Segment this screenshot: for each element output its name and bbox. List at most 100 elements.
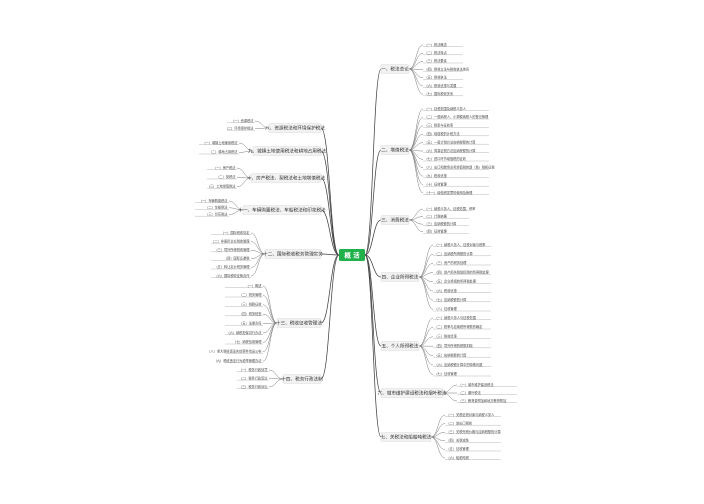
branch-node-box[interactable] xyxy=(380,64,410,74)
root-node[interactable]: 概 活 xyxy=(339,249,365,261)
leaf-connector xyxy=(262,285,278,324)
leaf-connector xyxy=(418,276,434,310)
leaf-item[interactable]: （三）教育费附加和地方教育附加 xyxy=(459,398,507,403)
leaf-item[interactable]: （三）税款征收 xyxy=(239,302,262,307)
leaf-item[interactable]: （十）征收管理 xyxy=(425,181,448,186)
branch-node-box[interactable] xyxy=(380,388,444,398)
leaf-item[interactable]: （六）税收优惠 xyxy=(435,288,457,293)
leaf-connector xyxy=(418,345,434,375)
branch-node-box[interactable] xyxy=(268,123,322,133)
leaf-item[interactable]: （六）国际税收征管合作 xyxy=(214,273,250,278)
branch-node-box[interactable] xyxy=(380,341,420,351)
leaf-item[interactable]: （一）关税征税对象与纳税义务人 xyxy=(447,412,496,417)
leaf-item[interactable]: （二）税务管理 xyxy=(239,292,262,297)
branch-node-box[interactable] xyxy=(250,173,322,183)
leaf-item[interactable]: （六）纳税担保试行办法 xyxy=(226,330,261,335)
leaf-item[interactable]: （一）纳税义务人与征税范围 xyxy=(435,315,476,320)
leaf-item[interactable]: （三）税率与征收率 xyxy=(425,123,454,128)
leaf-item[interactable]: （四）增值税的计税方法 xyxy=(425,131,460,136)
leaf-item[interactable]: （二）一般纳税人、小规模纳税人的登记管理 xyxy=(425,114,490,119)
leaf-item[interactable]: （三）关税完税价格与应纳税额的计算 xyxy=(447,429,502,434)
leaf-item[interactable]: （一）城市维护建设税法 xyxy=(459,382,494,387)
leaf-item[interactable]: （八）征收管理 xyxy=(435,306,458,311)
leaf-item[interactable]: （二）计税依据 xyxy=(425,213,448,218)
leaf-item[interactable]: （二）税法特点 xyxy=(425,50,448,55)
leaf-item[interactable]: （五）企业重组的所得税处理 xyxy=(435,279,477,284)
leaf-item[interactable]: （五）征收管理 xyxy=(447,446,470,451)
branch-13: 十三、税收征收管理法（一）概述（二）税务管理（三）税款征收（四）税务检查（五）法… xyxy=(207,283,322,363)
branch-title: 十、房产税法、契税法和土地增值税法 xyxy=(247,175,326,182)
leaf-item[interactable]: （七）纳税信用管理 xyxy=(233,339,262,344)
leaf-item[interactable]: （五）税收执法 xyxy=(425,75,447,80)
leaf-item[interactable]: （六）简易征税方法应纳税额的计算 xyxy=(425,148,477,153)
leaf-item[interactable]: （十一）增值税发票的使用及管理 xyxy=(425,190,474,195)
leaf-item[interactable]: （五）一般计税方法应纳税额的计算 xyxy=(425,139,477,144)
leaf-item[interactable]: （三）税法要素 xyxy=(425,58,448,63)
branch-node-box[interactable] xyxy=(380,432,432,442)
leaf-item[interactable]: （二）进出口税则 xyxy=(447,420,473,425)
leaf-item[interactable]: （三）印花税法 xyxy=(205,211,227,216)
leaf-item[interactable]: （二）应纳税所得额的计算 xyxy=(435,251,474,256)
leaf-item[interactable]: （四）税收立法与税收执法体系 xyxy=(425,66,470,71)
leaf-item[interactable]: （六）应纳税额计算中的特殊问题 xyxy=(435,362,484,367)
leaf-item[interactable]: （四）国际反避税 xyxy=(224,256,250,261)
leaf-item[interactable]: （二）契税法 xyxy=(216,174,235,179)
leaf-item[interactable]: （五）转让定价税务管理 xyxy=(214,264,250,269)
leaf-item[interactable]: （六）船舶吨税 xyxy=(447,455,470,460)
branch-node-box[interactable] xyxy=(380,145,410,155)
leaf-item[interactable]: （四）资产损失税前扣除的所得税处理 xyxy=(435,269,490,274)
leaf-item[interactable]: （三）土地增值税法 xyxy=(207,184,236,189)
leaf-item[interactable]: （一）税法概念 xyxy=(425,42,448,47)
leaf-connector xyxy=(250,241,266,255)
leaf-connector xyxy=(262,295,278,324)
branch-node-box[interactable] xyxy=(276,318,322,328)
leaf-item[interactable]: （七）国际税收关系 xyxy=(425,91,454,96)
branch-node-box[interactable] xyxy=(380,215,410,225)
leaf-item[interactable]: （七）征收管理 xyxy=(435,371,458,376)
branch-7: 七、关税法和船舶吨税法（一）关税征税对象与纳税义务人（二）进出口税则（三）关税完… xyxy=(380,412,502,460)
leaf-item[interactable]: （一）车辆购置税法 xyxy=(199,198,228,203)
branch-node-box[interactable] xyxy=(380,272,420,282)
leaf-item[interactable]: （一）纳税义务人、征税范围、税率 xyxy=(425,206,477,211)
leaf-item[interactable]: （三）税收优惠 xyxy=(435,334,457,339)
leaf-item[interactable]: （二）车船税法 xyxy=(205,205,227,210)
leaf-item[interactable]: （一）概述 xyxy=(246,283,263,288)
leaf-item[interactable]: （八）出口和跨境业务增值税的退（免）税和征税 xyxy=(425,165,496,170)
branch-node-box[interactable] xyxy=(242,205,322,215)
leaf-item[interactable]: （三）资产的税务处理 xyxy=(435,260,468,265)
leaf-item[interactable]: （四）税务检查 xyxy=(239,311,262,316)
leaf-connector xyxy=(418,276,434,301)
leaf-item[interactable]: （一）房产税法 xyxy=(213,165,235,170)
leaf-item[interactable]: （一）税务行政处罚 xyxy=(239,367,268,372)
leaf-item[interactable]: （二）耕地占用税法 xyxy=(209,149,238,154)
leaf-item[interactable]: （二）税率与应纳税所得额的确定 xyxy=(435,324,484,329)
leaf-item[interactable]: （四）关税减免 xyxy=(447,438,470,443)
leaf-item[interactable]: （五）法律责任 xyxy=(239,320,262,325)
leaf-item[interactable]: （四）境外所得的税额扣除 xyxy=(435,343,474,348)
branch-node-box[interactable] xyxy=(282,374,322,384)
leaf-item[interactable]: （二）环境保护税法 xyxy=(225,125,254,130)
leaf-item[interactable]: （三）境外所得税收管理 xyxy=(214,247,250,252)
leaf-item[interactable]: （三）应纳税额的计算 xyxy=(425,221,458,226)
branch-12: 十二、国际税收税务管理实务（一）国际税收协定（二）非居民企业税收管理（三）境外所… xyxy=(211,230,323,278)
leaf-item[interactable]: （二）烟叶税法 xyxy=(459,390,481,395)
leaf-item[interactable]: （一）纳税义务人、征税对象与税率 xyxy=(435,242,487,247)
leaf-item[interactable]: （二）非居民企业税收管理 xyxy=(211,238,250,243)
leaf-item[interactable]: （九）税收违法行为检举管理办法 xyxy=(214,358,262,363)
leaf-item[interactable]: （八）重大税收违法失信案件信息公布 xyxy=(207,349,261,354)
leaf-item[interactable]: （七）进口环节增值税的征收 xyxy=(425,156,467,161)
leaf-connector xyxy=(236,177,252,179)
leaf-item[interactable]: （六）税收优惠与发展 xyxy=(425,83,458,88)
leaf-item[interactable]: （一）资源税法 xyxy=(231,118,253,123)
leaf-item[interactable]: （九）税收优惠 xyxy=(425,173,447,178)
branch-node-box[interactable] xyxy=(264,249,322,259)
leaf-item[interactable]: （一）征税范围及纳税义务人 xyxy=(425,106,467,111)
leaf-item[interactable]: （七）应纳税额的计算 xyxy=(435,297,468,302)
leaf-item[interactable]: （四）征收管理 xyxy=(425,229,448,234)
leaf-item[interactable]: （一）城镇土地使用税法 xyxy=(202,140,237,145)
leaf-item[interactable]: （一）国际税收协定 xyxy=(221,230,250,235)
branch-node-box[interactable] xyxy=(252,146,322,156)
leaf-item[interactable]: （二）税务行政复议 xyxy=(239,375,268,380)
leaf-item[interactable]: （三）税务行政诉讼 xyxy=(239,384,268,389)
leaf-item[interactable]: （五）应纳税额的计算 xyxy=(435,352,468,357)
